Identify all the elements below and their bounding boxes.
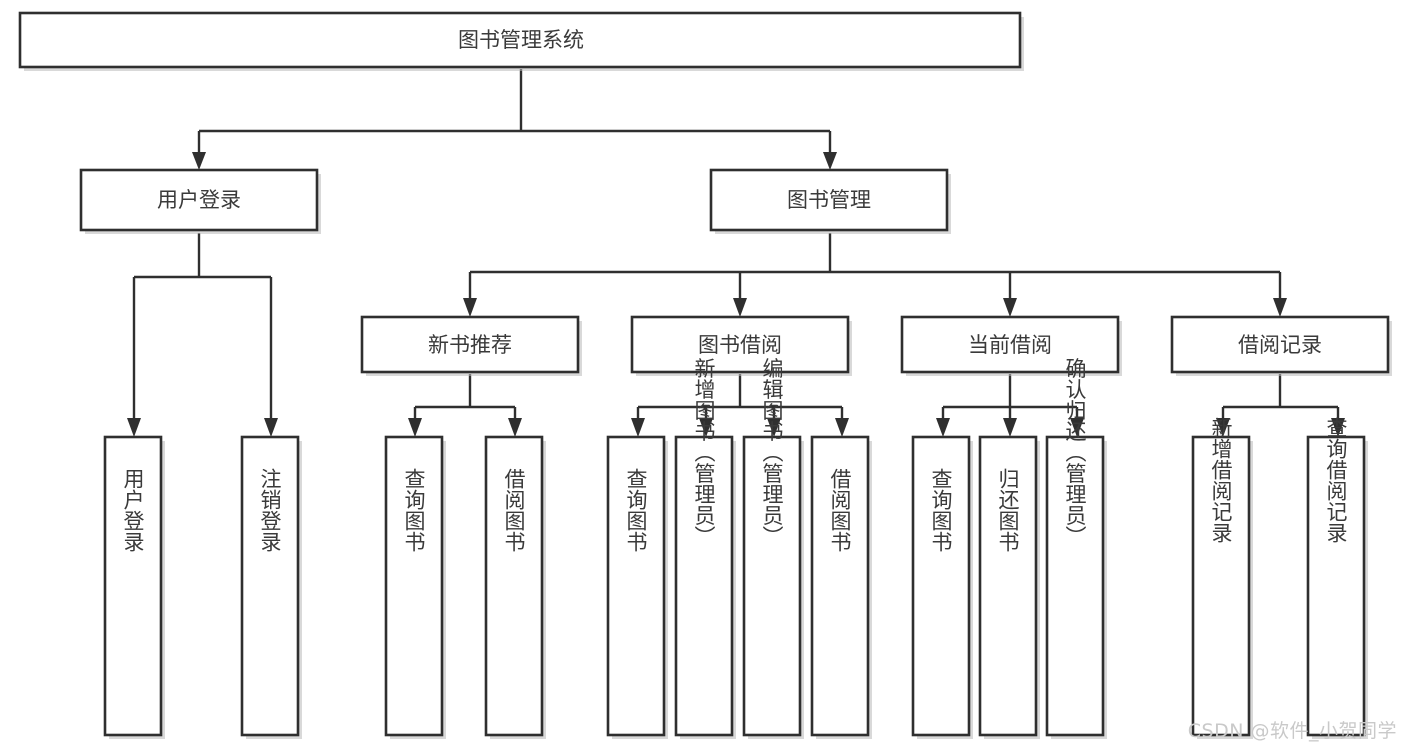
leaf-current-borrow-query[interactable]: 查询图书 <box>911 435 973 739</box>
leaf-box[interactable] <box>606 435 666 737</box>
leaf-box[interactable] <box>674 435 734 737</box>
leaf-book-borrow-query[interactable]: 查询图书 <box>606 435 668 739</box>
user-login-label: 用户登录 <box>157 188 241 212</box>
connector-group-root <box>192 69 837 170</box>
arrowhead-cb-3 <box>1070 418 1084 437</box>
node-book-borrow[interactable]: 图书借阅 <box>630 315 852 376</box>
leaf-label: 借阅图书 <box>502 468 526 552</box>
arrowhead-bb-4 <box>835 418 849 437</box>
arrowhead-book-borrow <box>733 298 747 317</box>
arrowhead-nb-2 <box>508 418 522 437</box>
arrowhead-bb-1 <box>631 418 645 437</box>
node-current-borrow[interactable]: 当前借阅 <box>900 315 1122 376</box>
leaf-box[interactable] <box>978 435 1038 737</box>
leaf-box[interactable] <box>810 435 870 737</box>
connector-group-new-book <box>408 374 522 437</box>
leaf-label: 查询图书 <box>624 468 648 552</box>
connector-group-borrow-record <box>1216 374 1345 437</box>
book-borrow-label: 图书借阅 <box>698 333 782 357</box>
connector-group-book-manage <box>463 233 1287 317</box>
current-borrow-box[interactable] <box>900 315 1120 374</box>
node-book-manage[interactable]: 图书管理 <box>709 168 951 234</box>
arrowhead-bb-3 <box>767 418 781 437</box>
leaf-box[interactable] <box>240 435 300 737</box>
arrowhead-user-login-2 <box>264 418 278 437</box>
leaf-label: 借阅图书 <box>828 468 852 552</box>
leaf-borrow-record-add[interactable]: 新增借阅记录 <box>1191 417 1253 739</box>
leaf-label: 新增图书（管理员） <box>692 358 716 547</box>
root-label: 图书管理系统 <box>458 28 584 52</box>
current-borrow-label: 当前借阅 <box>968 333 1052 357</box>
borrow-record-box[interactable] <box>1170 315 1390 374</box>
arrowhead-cb-1 <box>936 418 950 437</box>
connector-group-book-borrow <box>631 374 849 437</box>
leaf-book-borrow-edit[interactable]: 编辑图书（管理员） <box>742 358 804 740</box>
leaf-user-login-logout[interactable]: 注销登录 <box>240 435 302 739</box>
leaf-book-borrow-add[interactable]: 新增图书（管理员） <box>674 358 736 740</box>
node-borrow-record[interactable]: 借阅记录 <box>1170 315 1392 376</box>
leaf-label: 编辑图书（管理员） <box>760 358 784 547</box>
leaf-borrow-record-query[interactable]: 查询借阅记录 <box>1306 417 1368 739</box>
arrowhead-book-manage <box>823 152 837 170</box>
leaf-box[interactable] <box>911 435 971 737</box>
arrowhead-user-login <box>192 152 206 170</box>
book-manage-box[interactable] <box>709 168 949 232</box>
node-new-book-recommend[interactable]: 新书推荐 <box>360 315 582 376</box>
arrowhead-cb-2 <box>1003 418 1017 437</box>
arrowhead-bb-2 <box>699 418 713 437</box>
leaf-new-book-borrow[interactable]: 借阅图书 <box>484 435 546 739</box>
borrow-record-label: 借阅记录 <box>1238 333 1322 357</box>
leaf-box[interactable] <box>1045 435 1105 737</box>
book-manage-label: 图书管理 <box>787 188 871 212</box>
leaf-label: 确认归还（管理员） <box>1063 358 1087 547</box>
leaf-box[interactable] <box>103 435 163 737</box>
user-login-box[interactable] <box>79 168 319 232</box>
arrowhead-current-borrow <box>1003 298 1017 317</box>
leaf-label: 注销登录 <box>258 468 282 552</box>
leaf-label: 查询图书 <box>929 468 953 552</box>
new-book-box[interactable] <box>360 315 580 374</box>
arrowhead-nb-1 <box>408 418 422 437</box>
leaf-book-borrow-borrow[interactable]: 借阅图书 <box>810 435 872 739</box>
node-root-system[interactable]: 图书管理系统 <box>18 11 1024 71</box>
leaf-box[interactable] <box>1306 435 1366 737</box>
leaf-label: 查询借阅记录 <box>1324 417 1348 543</box>
connector-group-user-login <box>127 233 278 437</box>
leaf-box[interactable] <box>484 435 544 737</box>
arrowhead-br-1 <box>1216 418 1230 437</box>
leaf-user-login-login[interactable]: 用户登录 <box>103 435 165 739</box>
leaf-current-borrow-return[interactable]: 归还图书 <box>978 435 1040 739</box>
leaf-label: 查询图书 <box>402 468 426 552</box>
connector-group-current-borrow <box>936 374 1084 437</box>
leaf-label: 用户登录 <box>121 468 145 552</box>
root-box[interactable] <box>18 11 1022 69</box>
book-borrow-box[interactable] <box>630 315 850 374</box>
arrowhead-br-2 <box>1331 418 1345 437</box>
leaf-box[interactable] <box>384 435 444 737</box>
new-book-label: 新书推荐 <box>428 333 512 357</box>
arrowhead-new-book <box>463 298 477 317</box>
leaf-new-book-query[interactable]: 查询图书 <box>384 435 446 739</box>
arrowhead-borrow-record <box>1273 298 1287 317</box>
arrowhead-user-login-1 <box>127 418 141 437</box>
node-user-login[interactable]: 用户登录 <box>79 168 321 234</box>
leaf-label: 新增借阅记录 <box>1209 417 1233 543</box>
leaf-box[interactable] <box>1191 435 1251 737</box>
leaf-box[interactable] <box>742 435 802 737</box>
leaf-label: 归还图书 <box>996 468 1020 552</box>
leaf-current-borrow-confirm[interactable]: 确认归还（管理员） <box>1045 358 1107 740</box>
